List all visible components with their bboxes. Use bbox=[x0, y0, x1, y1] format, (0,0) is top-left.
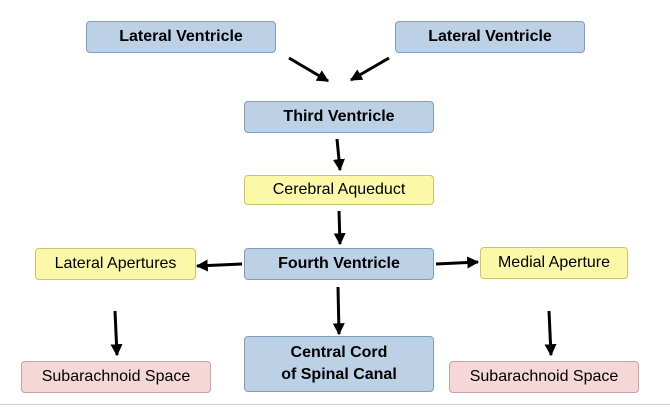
medial-aperture-label: Medial Aperture bbox=[497, 254, 611, 271]
arrow-fourth-to-lateral-apertures bbox=[195, 259, 243, 272]
subarachnoid-space-left-label: Subarachnoid Space bbox=[41, 368, 191, 385]
cerebral-aqueduct-node: Cerebral Aqueduct bbox=[244, 175, 434, 205]
arrow-fourth-to-central-cord bbox=[332, 286, 345, 336]
lateral-ventricle-left-node: Lateral Ventricle bbox=[86, 21, 276, 53]
third-ventricle-label: Third Ventricle bbox=[283, 108, 395, 125]
fourth-ventricle-node: Fourth Ventricle bbox=[244, 248, 434, 280]
arrow-aqueduct-to-fourth bbox=[333, 210, 346, 246]
central-cord-label-line2: of Spinal Canal bbox=[281, 366, 397, 383]
lateral-ventricle-right-node: Lateral Ventricle bbox=[395, 21, 585, 53]
arrow-third-to-aqueduct bbox=[332, 138, 345, 172]
subarachnoid-space-right-node: Subarachnoid Space bbox=[449, 361, 639, 393]
subarachnoid-space-left-node: Subarachnoid Space bbox=[21, 361, 211, 393]
cerebral-aqueduct-label: Cerebral Aqueduct bbox=[272, 181, 406, 198]
lateral-apertures-label: Lateral Apertures bbox=[54, 255, 177, 272]
third-ventricle-node: Third Ventricle bbox=[244, 101, 434, 133]
subarachnoid-space-right-label: Subarachnoid Space bbox=[469, 368, 619, 385]
fourth-ventricle-label: Fourth Ventricle bbox=[278, 255, 400, 272]
arrow-right-lateral-to-third bbox=[349, 56, 390, 82]
arrow-left-lateral-to-third bbox=[288, 56, 330, 83]
central-cord-node: Central Cord of Spinal Canal bbox=[244, 336, 434, 392]
bottom-divider bbox=[0, 404, 670, 405]
lateral-ventricle-right-label: Lateral Ventricle bbox=[428, 28, 552, 45]
medial-aperture-node: Medial Aperture bbox=[480, 247, 628, 279]
central-cord-label-line1: Central Cord bbox=[290, 344, 388, 361]
arrow-medial-aperture-to-subarachnoid bbox=[544, 310, 557, 357]
arrow-lateral-apertures-to-subarachnoid bbox=[110, 310, 123, 357]
lateral-apertures-node: Lateral Apertures bbox=[35, 248, 196, 280]
lateral-ventricle-left-label: Lateral Ventricle bbox=[119, 28, 243, 45]
arrow-fourth-to-medial-aperture bbox=[435, 256, 480, 269]
